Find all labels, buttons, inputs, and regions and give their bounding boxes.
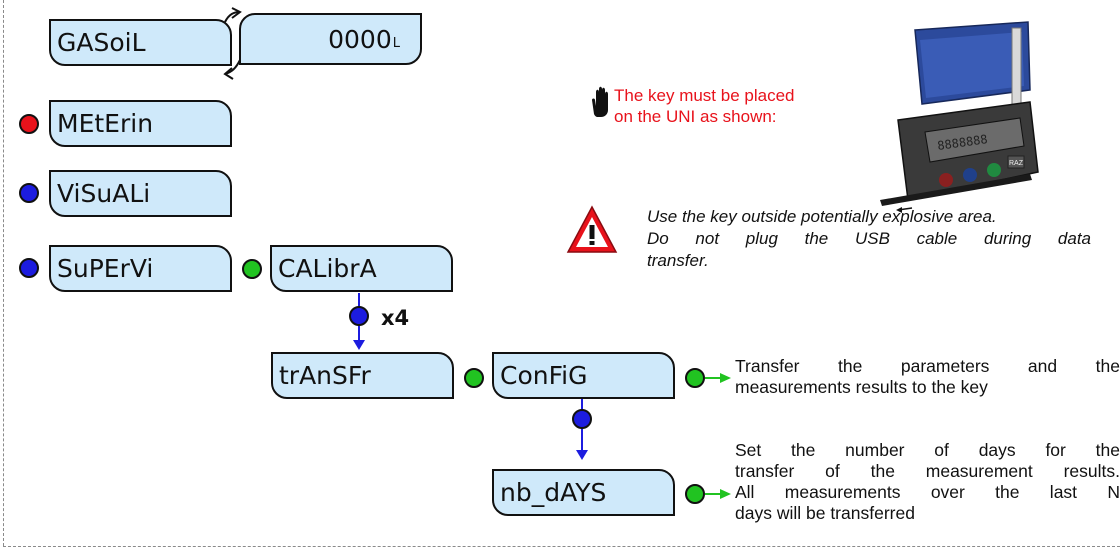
menu-calibra-label: CALibrA: [278, 254, 377, 283]
menu-config: ConFiG: [492, 352, 675, 399]
arrow-config-to-nbdays-head: [576, 450, 588, 460]
led-green: [464, 368, 484, 388]
led-blue: [572, 409, 592, 429]
key-note-line2: on the UNI as shown:: [614, 107, 777, 126]
config-description: Transfer the parameters and the measurem…: [735, 356, 1120, 398]
menu-visuali: ViSuALi: [49, 170, 232, 217]
menu-gasoil-label: GASoiL: [57, 28, 146, 57]
warning-note: Use the key outside potentially explosiv…: [647, 206, 1091, 272]
led-blue: [349, 306, 369, 326]
menu-meterin: MEtErin: [49, 100, 232, 147]
days-desc-line1: Set the number of days for the: [735, 440, 1120, 460]
loop-arrow-bottom-head: [223, 67, 234, 80]
led-blue: [19, 183, 39, 203]
menu-calibra: CALibrA: [270, 245, 453, 292]
diagram-frame-left: [3, 0, 4, 546]
led-blue: [19, 258, 39, 278]
led-green: [685, 368, 705, 388]
config-desc-line2: measurements results to the key: [735, 377, 988, 397]
arrow-config-desc-head: [720, 373, 731, 383]
menu-value-unit: L: [392, 36, 400, 51]
menu-visuali-label: ViSuALi: [57, 179, 151, 208]
key-placement-note: The key must be placed on the UNI as sho…: [614, 85, 844, 127]
menu-value-label: 0000: [328, 24, 392, 54]
hand-pointer-icon: [592, 86, 608, 117]
arrow-nbdays-desc-head: [720, 489, 731, 499]
led-red: [19, 114, 39, 134]
days-desc-line2: transfer of the measurement results.: [735, 461, 1120, 481]
menu-gasoil: GASoiL: [49, 19, 232, 66]
menu-nb-days: nb_dAYS: [492, 469, 675, 516]
led-green: [685, 484, 705, 504]
press-count: x4: [381, 306, 410, 330]
svg-text:8888888: 8888888: [936, 132, 988, 153]
menu-meterin-label: MEtErin: [57, 109, 154, 138]
menu-supervi: SuPErVi: [49, 245, 232, 292]
warning-triangle-icon: [566, 205, 618, 253]
days-desc-line3: All measurements over the last N: [735, 482, 1120, 502]
svg-text:RAZ: RAZ: [1009, 160, 1024, 167]
menu-supervi-label: SuPErVi: [57, 254, 154, 283]
diagram-frame-bottom: [3, 546, 1120, 547]
days-desc-line4: days will be transferred: [735, 503, 915, 523]
menu-transfr: trAnSFr: [271, 352, 454, 399]
warning-line3: transfer.: [647, 251, 709, 270]
config-desc-line1: Transfer the parameters and the: [735, 356, 1120, 376]
key-note-line1: The key must be placed: [614, 86, 795, 105]
menu-config-label: ConFiG: [500, 361, 588, 390]
warning-line1: Use the key outside potentially explosiv…: [647, 207, 997, 226]
menu-nb-days-label: nb_dAYS: [500, 478, 607, 507]
arrow-calibra-to-transfr-head: [353, 340, 365, 350]
loop-arrow-top-head: [231, 7, 242, 19]
nb-days-description: Set the number of days for the transfer …: [735, 440, 1120, 524]
warning-line2: Do not plug the USB cable during data: [647, 229, 1091, 248]
menu-transfr-label: trAnSFr: [279, 361, 371, 390]
led-green: [242, 259, 262, 279]
usb-key-device-image: 8888888 RAZ: [880, 21, 1039, 213]
